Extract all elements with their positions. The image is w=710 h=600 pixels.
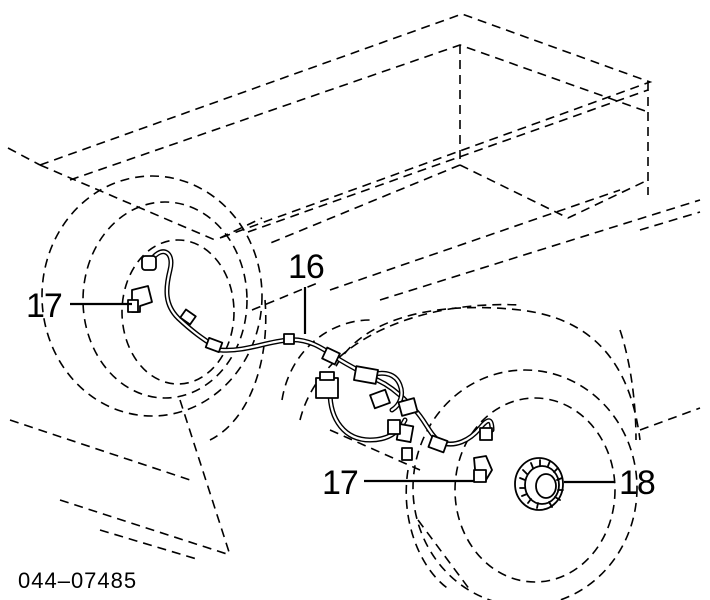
callout-16: 16	[288, 248, 324, 286]
speed-sensor-right	[473, 455, 493, 483]
leader-lines	[70, 287, 615, 484]
truck-bed-outline	[7, 13, 701, 561]
callout-17-left: 17	[26, 287, 62, 325]
wire-harness	[141, 249, 495, 461]
right-wheel-fender	[281, 303, 641, 600]
reference-code: 044–07485	[18, 568, 137, 593]
left-wheel	[41, 175, 267, 556]
sensor-rotor	[514, 457, 564, 511]
callout-18: 18	[619, 464, 655, 502]
harness-connector-a	[315, 377, 339, 399]
callout-17-right: 17	[322, 464, 358, 502]
speed-sensor-left	[127, 285, 153, 313]
